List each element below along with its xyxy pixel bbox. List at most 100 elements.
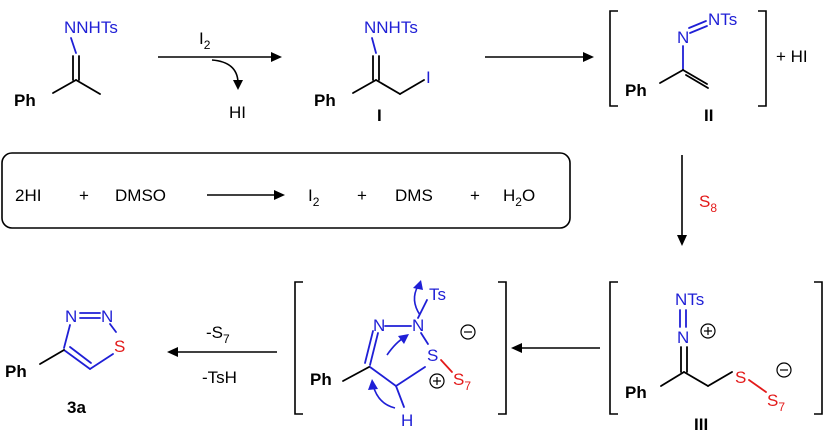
byproduct-s7: -S7 — [206, 323, 230, 346]
arrowhead — [583, 52, 594, 62]
n2-label: N — [101, 307, 113, 326]
azo-ts-label: NTs — [708, 10, 737, 29]
box-outline — [1, 152, 571, 229]
n-c-double-bond-a — [369, 332, 379, 366]
byproduct-curve — [211, 59, 239, 83]
product-3a: N N S Ph 3a — [5, 307, 125, 417]
arrow-elimination — [485, 52, 594, 62]
compound-label-II: II — [704, 106, 713, 125]
n-n-bond — [371, 37, 377, 54]
bracket-right — [758, 10, 767, 107]
s-s-bond — [748, 379, 767, 393]
sulfur-label: S — [427, 346, 438, 365]
c-ph-bond — [352, 79, 377, 94]
bracket-right — [498, 281, 507, 415]
bracket-right — [814, 281, 823, 415]
s7-chain-label: S7 — [767, 391, 785, 414]
plus-3: + — [470, 186, 480, 205]
reagent-s8: S8 — [699, 192, 717, 215]
arrow-aromatization: -S7 -TsH — [167, 323, 277, 387]
n-n-bond — [70, 37, 77, 54]
n-atom-label: N — [677, 328, 689, 347]
s-s-bond — [440, 359, 453, 373]
compound-label-III: III — [694, 415, 708, 432]
plus-2: + — [357, 186, 367, 205]
n-n-double-bond-a — [688, 20, 707, 29]
hydrazone-label: NNHTs — [64, 18, 118, 37]
negative-charge-icon — [460, 324, 476, 340]
positive-charge-icon — [429, 373, 445, 389]
arrowhead — [167, 347, 178, 357]
reagent-i2: I2 — [199, 29, 211, 52]
c-ph-bond — [342, 366, 370, 382]
arrow-sulfuration: S8 — [677, 155, 717, 246]
ts-label: Ts — [429, 285, 446, 304]
c-s-bond — [89, 353, 114, 370]
positive-charge-icon — [700, 323, 716, 339]
compound-II: N NTs Ph II + HI — [609, 10, 808, 125]
reactant-2hi: 2HI — [15, 186, 41, 205]
ch2-i-bond — [399, 79, 425, 95]
arrow-cyclization — [511, 343, 600, 353]
c-ph-bond — [39, 349, 65, 365]
n-c-double-bond-b — [364, 330, 374, 364]
compound-III: NTs N Ph S S7 III — [609, 281, 823, 432]
arrowhead — [271, 52, 282, 62]
iodine-label: I — [426, 68, 431, 87]
c-h-bond — [395, 385, 405, 408]
product-i2: I2 — [308, 186, 320, 209]
phenyl-label: Ph — [625, 81, 647, 100]
compound-label-I: I — [377, 106, 382, 125]
byproduct-arrowhead — [233, 80, 243, 90]
sulfur-label: S — [114, 337, 125, 356]
n-n-double-bond-b — [689, 25, 708, 34]
negative-charge-icon — [776, 362, 792, 378]
compound-label-3a: 3a — [67, 398, 86, 417]
bracket-left — [609, 281, 618, 415]
coproduct-hi: + HI — [776, 47, 808, 66]
n-c-bond — [63, 324, 71, 349]
n-s-bond — [420, 332, 429, 345]
bracket-left — [294, 281, 303, 415]
byproduct-hi: HI — [229, 103, 246, 122]
product-water: H2O — [503, 186, 535, 209]
box-arrowhead — [274, 190, 285, 200]
byproduct-tsh: -TsH — [202, 368, 237, 387]
c-ch2-double-bond-b — [685, 74, 709, 89]
plus-1: + — [79, 186, 89, 205]
c-ph-bond — [52, 79, 77, 94]
arrowhead — [677, 235, 687, 246]
reactant-dmso: DMSO — [115, 186, 166, 205]
nts-label: NTs — [675, 290, 704, 309]
c-s-bond — [395, 366, 426, 387]
arrow-iodination: I2 HI — [158, 29, 282, 122]
compound-I: NNHTs Ph I I — [314, 18, 431, 125]
s7-chain-label: S7 — [453, 370, 471, 393]
compound-start: NNHTs Ph — [14, 18, 118, 110]
c-c-bond — [369, 366, 397, 387]
c-ph-bond — [659, 69, 684, 84]
curly-arrowhead-ts — [413, 280, 423, 290]
azo-n-label: N — [677, 28, 689, 47]
c-ch2-bond — [683, 371, 709, 387]
phenyl-label: Ph — [310, 370, 332, 389]
n-s-bond — [109, 323, 117, 333]
curly-arrow-ts — [413, 285, 421, 316]
c-methyl-bond — [75, 79, 101, 95]
curly-arrowhead-ring — [398, 334, 409, 344]
n1-label: N — [65, 307, 77, 326]
intermediate-cyclic: Ts N N S S7 Ph H — [294, 280, 507, 430]
c-c-double-bond-a — [63, 349, 91, 370]
hydrazone-label: NNHTs — [364, 18, 418, 37]
ch2-s-bond — [707, 371, 733, 387]
phenyl-label: Ph — [625, 383, 647, 402]
phenyl-label: Ph — [5, 362, 27, 381]
product-dms: DMS — [395, 186, 433, 205]
c-ph-bond — [660, 371, 685, 387]
c-ch2-bond — [375, 79, 401, 95]
bracket-left — [609, 10, 618, 107]
n1-label: N — [373, 316, 385, 335]
regeneration-box: 2HI + DMSO I2 + DMS + H2O — [1, 152, 571, 229]
c-c-double-bond-b — [69, 346, 92, 364]
